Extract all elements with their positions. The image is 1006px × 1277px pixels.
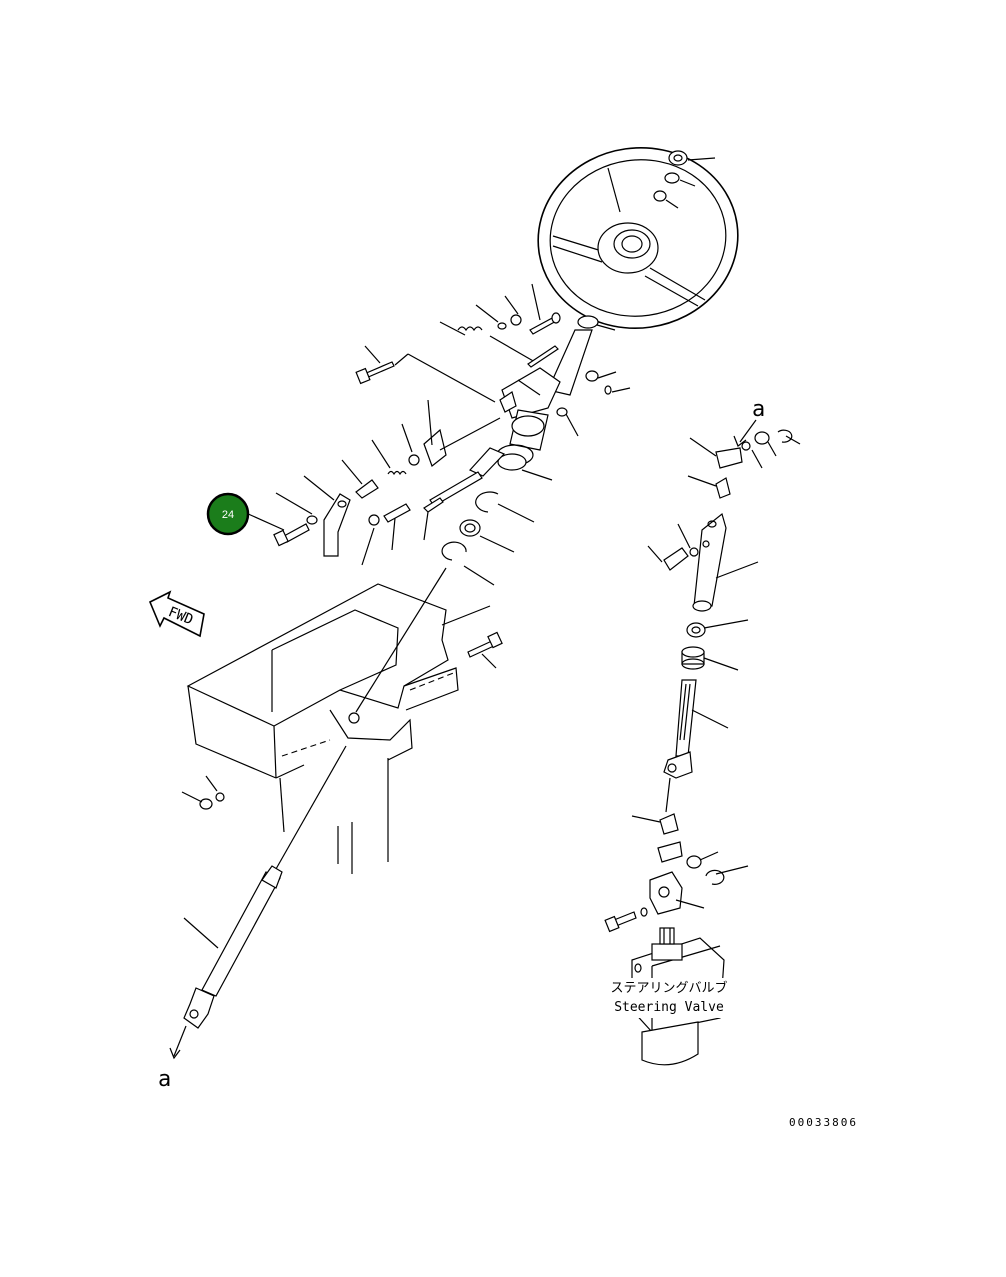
drawing-number: 00033806 <box>789 1116 858 1129</box>
ref-a-top: a <box>752 397 765 422</box>
fwd-arrow-icon: FWD <box>148 590 205 638</box>
dashboard-panel <box>181 567 503 874</box>
callout-24-number: 24 <box>222 509 234 521</box>
callout-24-badge[interactable]: 24 <box>206 492 250 536</box>
valve-label-en: Steering Valve <box>614 1000 724 1015</box>
steering-valve: ステアリングバルブ Steering Valve <box>604 927 734 1066</box>
steering-wheel <box>537 146 739 330</box>
valve-label-jp: ステアリングバルブ <box>610 980 727 996</box>
valve-label-bg <box>604 978 734 1018</box>
right-column-assembly: a <box>604 397 801 933</box>
ref-a-bottom: a <box>158 1067 171 1092</box>
intermediate-shaft: a <box>158 745 347 1092</box>
callout-24-circle <box>206 492 250 536</box>
steering-column-upper <box>245 283 631 586</box>
